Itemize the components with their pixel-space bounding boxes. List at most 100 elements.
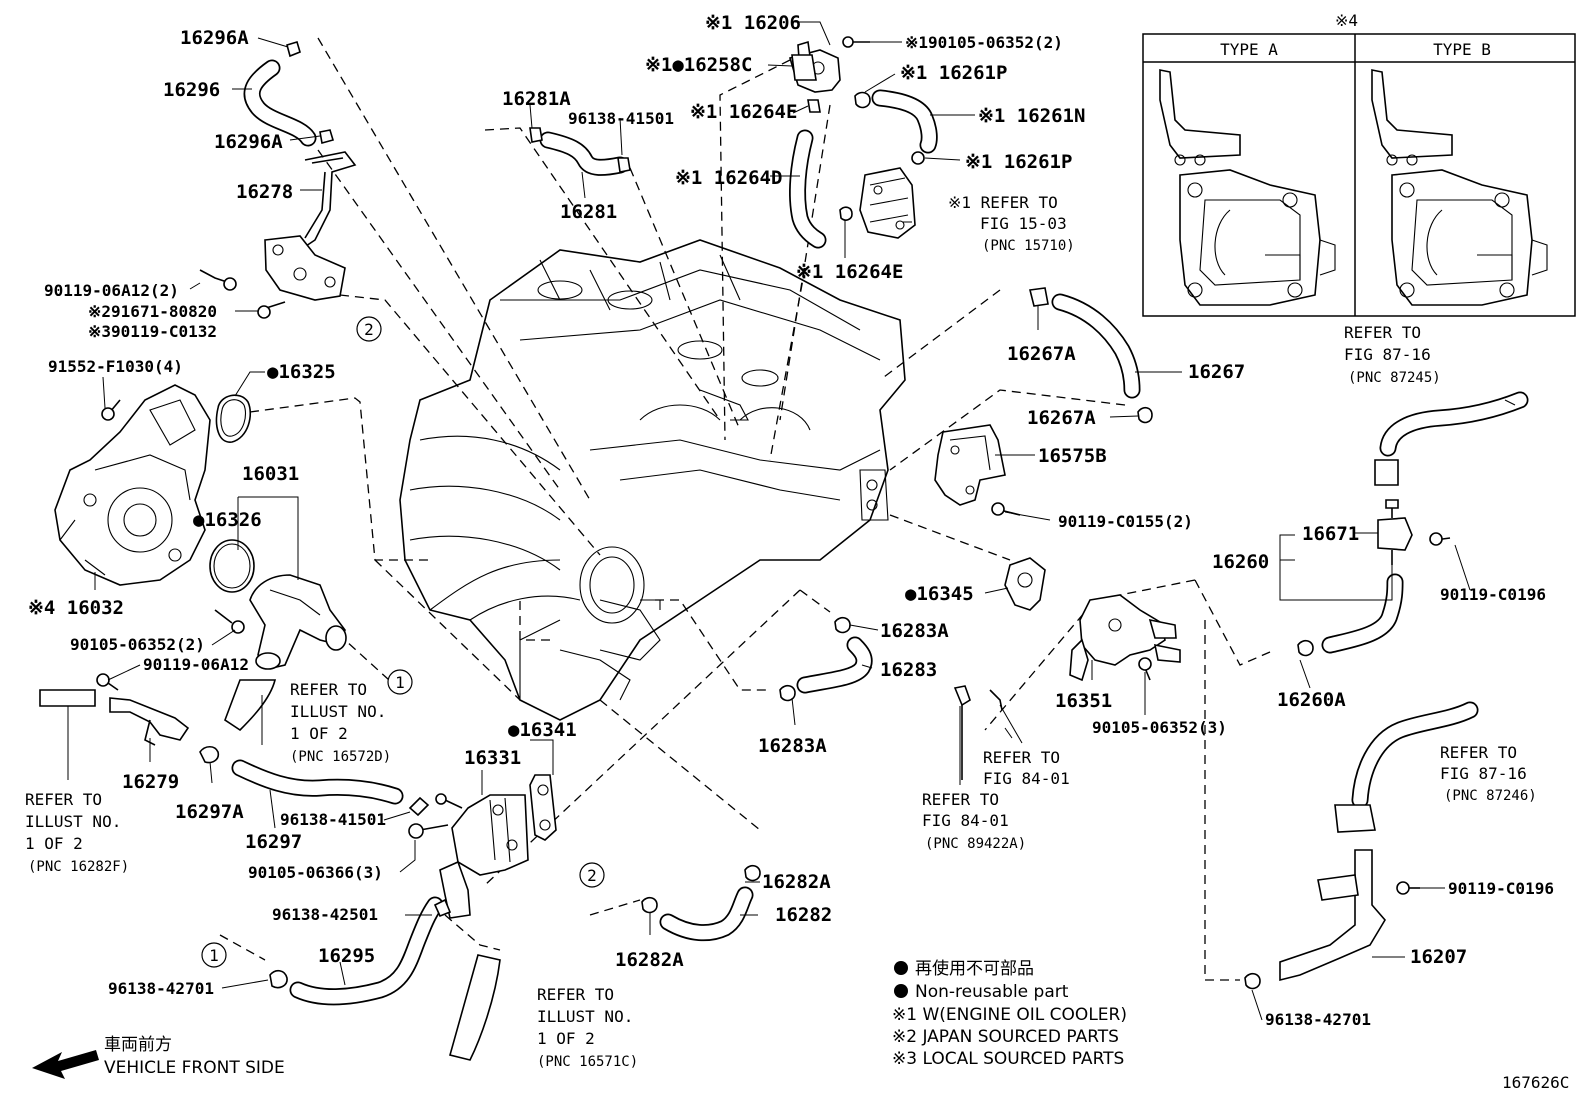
callout-1-bottom: 1 — [209, 946, 219, 965]
legend-note2: ※2 JAPAN SOURCED PARTS — [892, 1027, 1119, 1047]
label-91552-F1030: 91552-F1030(4) — [48, 357, 183, 376]
label-16207: 16207 — [1410, 946, 1467, 968]
label-16326: ●16326 — [193, 509, 262, 531]
callout-circles: 2 1 1 2 — [201, 316, 605, 968]
callout-circle-1-bottom — [201, 942, 227, 968]
part-16031-water-inlet — [214, 574, 347, 732]
label-16206: ※1 16206 — [705, 12, 801, 34]
callout-circle-1-mid — [387, 669, 413, 695]
type-inset: ※4 TYPE A TYPE B — [1142, 11, 1576, 317]
label-96138-41501-a: 96138-41501 — [280, 810, 386, 829]
ref-fig8716a-line1: REFER TO — [1344, 323, 1421, 342]
direction-en: VEHICLE FRONT SIDE — [104, 1058, 285, 1078]
label-16283: 16283 — [880, 659, 937, 681]
inset-star-label: ※4 — [1335, 11, 1358, 30]
label-16297A: 16297A — [175, 801, 244, 823]
label-16264D: ※1 16264D — [675, 167, 782, 189]
ref-fig8716a-line2: FIG 87-16 — [1344, 345, 1431, 364]
direction-indicator: 車両前方 VEHICLE FRONT SIDE — [32, 1035, 285, 1079]
legend-dot-2 — [894, 984, 908, 998]
label-16296A-top: 16296A — [180, 27, 249, 49]
label-90119-C0196-b: 90119-C0196 — [1448, 879, 1554, 898]
ref-fig8401a-line2: FIG 84-01 — [983, 769, 1070, 788]
label-16279: 16279 — [122, 771, 179, 793]
part-16351-water-inlet-housing — [1069, 594, 1181, 682]
label-16341: ●16341 — [508, 719, 577, 741]
label-16283A-b: 16283A — [758, 735, 827, 757]
part-16326-o-ring — [209, 539, 255, 593]
ref-fig8401b-line2: FIG 84-01 — [922, 811, 1009, 830]
label-16260: 16260 — [1212, 551, 1269, 573]
part-16331-water-outlet — [408, 793, 529, 919]
callout-1-mid: 1 — [395, 673, 405, 692]
ref-fig8716b-line2: FIG 87-16 — [1440, 764, 1527, 783]
label-96138-41501-b: 96138-41501 — [568, 109, 674, 128]
figure-code: 167626C — [1502, 1073, 1569, 1092]
part-16264D-hose — [789, 99, 827, 249]
label-16297: 16297 — [245, 831, 302, 853]
inset-pump-b — [1371, 69, 1548, 306]
ref-ill16572D-line4: (PNC 16572D) — [290, 749, 391, 765]
label-16261P-b: ※1 16261P — [965, 151, 1072, 173]
ref-ill16571C-line3: 1 OF 2 — [537, 1029, 595, 1048]
label-16296A-mid: 16296A — [214, 131, 283, 153]
label-16281A: 16281A — [502, 88, 571, 110]
refer-notes: ※1 REFER TO FIG 15-03 (PNC 15710) REFER … — [25, 193, 1537, 1070]
label-16351: 16351 — [1055, 690, 1112, 712]
part-16325-gasket — [215, 394, 252, 443]
ref-fig1503-line2: FIG 15-03 — [980, 214, 1067, 233]
label-16282A-b: 16282A — [615, 949, 684, 971]
label-16281: 16281 — [560, 201, 617, 223]
label-16283A-a: 16283A — [880, 620, 949, 642]
callout-circle-2-bottom — [579, 862, 605, 888]
ref-ill16572D-line3: 1 OF 2 — [290, 724, 348, 743]
label-90119-06A12: 90119-06A12 — [143, 655, 249, 674]
label-90119-C0196-a: 90119-C0196 — [1440, 585, 1546, 604]
part-16283-hose — [779, 616, 873, 702]
label-96138-42701-b: 96138-42701 — [1265, 1010, 1371, 1029]
label-96138-42701-a: 96138-42701 — [108, 979, 214, 998]
label-16331: 16331 — [464, 747, 521, 769]
part-16575B-bracket — [934, 424, 1021, 516]
label-16296: 16296 — [163, 79, 220, 101]
engine-block — [399, 239, 906, 721]
legend-jp: 再使用不可部品 — [915, 958, 1034, 979]
label-90119-06A12-2: 90119-06A12(2) — [44, 281, 179, 300]
part-16345-gasket — [1004, 557, 1046, 611]
ref-fig1503-line1: ※1 REFER TO — [948, 193, 1058, 212]
label-16264E-a: ※1 16264E — [690, 101, 797, 123]
part-16296-hose — [243, 41, 335, 147]
label-96138-42501: 96138-42501 — [272, 905, 378, 924]
connection-lines — [219, 37, 1271, 981]
ref-ill16571C-line2: ILLUST NO. — [537, 1007, 633, 1026]
label-16295: 16295 — [318, 945, 375, 967]
ref-ill16282F-line2: ILLUST NO. — [25, 812, 121, 831]
label-16258C: ※1●16258C — [645, 54, 752, 76]
label-390119-C0132: ※390119-C0132 — [88, 322, 217, 341]
part-16278-pipe — [199, 151, 357, 319]
ref-fig8716a-line3: (PNC 87245) — [1348, 370, 1441, 386]
ref-ill16282F-line4: (PNC 16282F) — [28, 859, 129, 875]
part-16032-water-pump — [54, 384, 211, 586]
legend: 再使用不可部品 Non-reusable part ※1 W(ENGINE OI… — [892, 958, 1127, 1069]
part-16341-gasket — [529, 774, 557, 841]
label-16282A-a: 16282A — [762, 871, 831, 893]
label-16264E-b: ※1 16264E — [796, 261, 903, 283]
leader-lines — [67, 21, 1516, 1021]
label-16032: ※4 16032 — [28, 597, 124, 619]
part-16282-hose — [641, 864, 761, 942]
direction-jp: 車両前方 — [104, 1035, 172, 1055]
ref-fig8716b-line3: (PNC 87246) — [1444, 788, 1537, 804]
label-16671: 16671 — [1302, 523, 1359, 545]
label-291671-80820: ※291671-80820 — [88, 302, 217, 321]
part-87245-hose — [1374, 391, 1529, 486]
inset-box — [1142, 33, 1576, 317]
ref-ill16571C-line1: REFER TO — [537, 985, 614, 1004]
label-190105-06352: ※190105-06352(2) — [905, 33, 1063, 52]
legend-note1: ※1 W(ENGINE OIL COOLER) — [892, 1005, 1127, 1025]
ref-ill16571C-line4: (PNC 16571C) — [537, 1054, 638, 1070]
part-16279-pipe — [39, 673, 190, 746]
label-16267A-b: 16267A — [1027, 407, 1096, 429]
label-90105-06352-2: 90105-06352(2) — [70, 635, 205, 654]
